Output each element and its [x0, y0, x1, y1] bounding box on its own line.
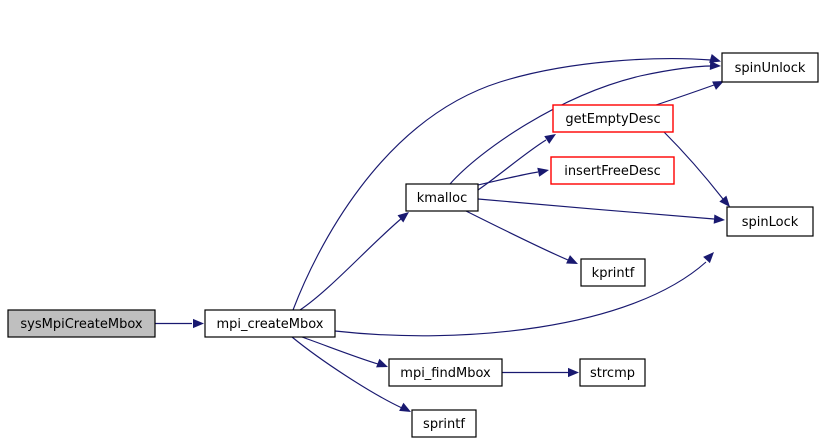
arrowhead-icon — [568, 367, 579, 378]
node-box[interactable] — [388, 358, 503, 387]
node-label: strcmp — [590, 366, 635, 381]
edge-line — [477, 171, 539, 186]
edge-mpi_createMbox-to-mpi_findMbox — [301, 336, 388, 368]
node-insertFreeDesc[interactable]: insertFreeDesc — [550, 156, 675, 185]
edge-layer — [155, 54, 730, 412]
node-label: spinLock — [742, 215, 799, 230]
arrowhead-icon — [709, 60, 721, 71]
edge-sysMpiCreateMbox-to-mpi_createMbox — [155, 318, 204, 329]
edge-mpi_createMbox-to-sprintf — [291, 336, 411, 412]
edge-line — [449, 65, 712, 185]
node-label: insertFreeDesc — [564, 164, 661, 179]
edge-line — [663, 131, 724, 200]
node-spinUnlock[interactable]: spinUnlock — [721, 52, 819, 83]
edge-kmalloc-to-getEmptyDesc — [477, 134, 556, 191]
arrowhead-icon — [713, 214, 725, 224]
node-box[interactable] — [579, 358, 646, 387]
node-getEmptyDesc[interactable]: getEmptyDesc — [552, 104, 674, 133]
edge-mpi_createMbox-to-spinUnlock — [292, 54, 721, 311]
edge-line — [655, 84, 715, 106]
node-box[interactable] — [552, 104, 674, 133]
edge-mpi_createMbox-to-spinLock — [334, 252, 714, 337]
arrowhead-icon — [566, 255, 578, 264]
arrowhead-icon — [544, 134, 556, 144]
node-box[interactable] — [721, 52, 819, 83]
node-label: kprintf — [592, 266, 635, 281]
node-label: kmalloc — [417, 191, 467, 206]
edge-mpi_findMbox-to-strcmp — [502, 367, 579, 378]
edge-line — [299, 217, 403, 311]
node-sprintf[interactable]: sprintf — [411, 409, 477, 438]
node-mpi_createMbox[interactable]: mpi_createMbox — [204, 309, 336, 338]
edge-line — [301, 336, 379, 365]
edge-line — [477, 139, 547, 191]
node-kprintf[interactable]: kprintf — [580, 258, 646, 287]
node-sysMpiCreateMbox[interactable]: sysMpiCreateMbox — [7, 309, 156, 338]
node-mpi_findMbox[interactable]: mpi_findMbox — [388, 358, 503, 387]
edge-kmalloc-to-spinLock — [477, 198, 725, 224]
arrowhead-icon — [719, 195, 730, 207]
node-spinLock[interactable]: spinLock — [726, 206, 814, 237]
node-layer: sysMpiCreateMbox mpi_createMbox kmalloc get… — [7, 52, 819, 438]
node-label: mpi_createMbox — [216, 317, 323, 332]
arrowhead-icon — [376, 358, 388, 368]
edge-mpi_createMbox-to-kmalloc — [299, 212, 409, 311]
node-box[interactable] — [580, 258, 646, 287]
node-label: mpi_findMbox — [400, 366, 491, 381]
edge-getEmptyDesc-to-spinLock — [663, 131, 730, 207]
node-label: getEmptyDesc — [565, 112, 660, 127]
node-label: sysMpiCreateMbox — [20, 317, 143, 332]
edge-line — [334, 261, 707, 337]
node-strcmp[interactable]: strcmp — [579, 358, 646, 387]
node-box[interactable] — [411, 409, 477, 438]
edge-line — [292, 58, 712, 311]
node-label: spinUnlock — [735, 61, 806, 76]
arrowhead-icon — [193, 318, 204, 329]
edge-line — [291, 336, 403, 409]
arrowhead-icon — [537, 167, 549, 177]
edge-kmalloc-to-spinUnlock — [449, 60, 721, 185]
node-box[interactable] — [204, 309, 336, 338]
arrowhead-icon — [397, 212, 409, 223]
edge-kmalloc-to-kprintf — [465, 210, 578, 264]
edge-kmalloc-to-insertFreeDesc — [477, 167, 549, 186]
arrowhead-icon — [709, 54, 721, 63]
edge-line — [477, 198, 715, 220]
edge-line — [465, 210, 569, 261]
edge-getEmptyDesc-to-spinUnlock — [655, 81, 724, 106]
node-box[interactable] — [405, 183, 479, 212]
arrowhead-icon — [703, 252, 714, 264]
arrowhead-icon — [399, 402, 411, 412]
node-box[interactable] — [726, 206, 814, 237]
node-box[interactable] — [550, 156, 675, 185]
node-kmalloc[interactable]: kmalloc — [405, 183, 479, 212]
arrowhead-icon — [712, 81, 724, 90]
node-box[interactable] — [7, 309, 156, 338]
node-label: sprintf — [423, 417, 465, 432]
